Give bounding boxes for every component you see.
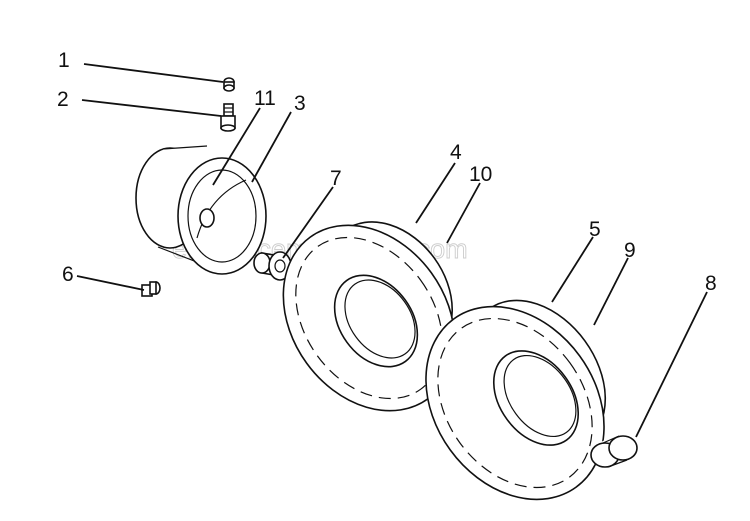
leader-line-2 (81, 99, 222, 117)
part-nut[interactable] (223, 77, 235, 92)
callout-1: 1 (58, 49, 70, 72)
callout-9: 9 (624, 239, 636, 262)
callout-8: 8 (705, 272, 717, 295)
callout-3: 3 (294, 92, 306, 115)
leader-line-9 (593, 257, 629, 326)
part-valve-stem[interactable] (220, 103, 236, 132)
callout-6: 6 (62, 263, 74, 286)
leader-line-7 (282, 186, 334, 259)
part-rear-tire[interactable] (389, 272, 641, 521)
leader-line-8 (635, 291, 708, 438)
callout-5: 5 (589, 218, 601, 241)
part-front-tire[interactable] (248, 192, 490, 444)
callout-10: 10 (469, 163, 492, 186)
part-hub-cap[interactable] (590, 435, 638, 468)
part-wheel-rim[interactable] (135, 145, 267, 275)
leader-line-1 (83, 63, 224, 83)
leader-line-6 (76, 275, 145, 291)
callout-11: 11 (254, 87, 276, 110)
leader-line-10 (446, 182, 481, 244)
leader-line-3 (251, 111, 292, 183)
leader-line-4 (415, 162, 456, 224)
leader-line-11 (212, 107, 261, 186)
callout-4: 4 (450, 141, 462, 164)
part-fitting[interactable] (141, 281, 161, 297)
leader-line-5 (551, 236, 594, 303)
part-bushing[interactable] (253, 251, 292, 281)
callout-7: 7 (330, 167, 342, 190)
callout-2: 2 (57, 88, 69, 111)
